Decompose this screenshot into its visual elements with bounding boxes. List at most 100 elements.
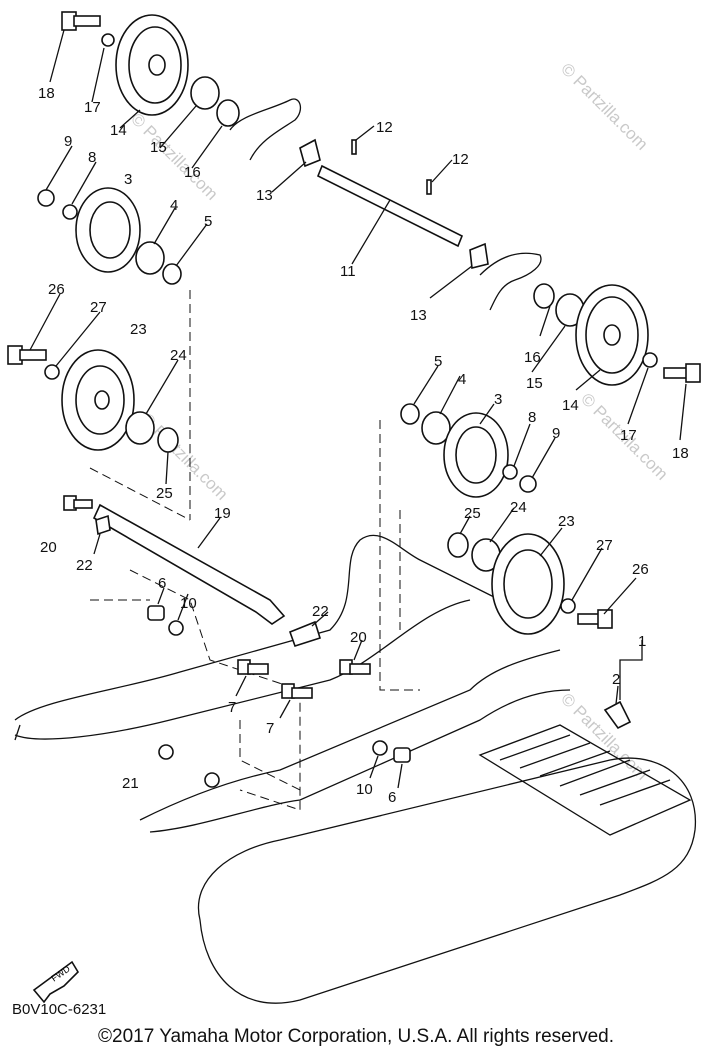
axle-11 (316, 164, 464, 248)
collar-21-b (204, 772, 220, 788)
callout-11: 11 (340, 263, 356, 280)
callout-9: 9 (552, 425, 560, 442)
washer-10-right (372, 740, 388, 756)
callout-13: 13 (410, 307, 427, 324)
washer-17-right (642, 352, 658, 368)
leader-lines (29, 29, 687, 789)
callout-16: 16 (524, 349, 541, 366)
circlip-5-right (400, 403, 420, 425)
bearing-4-left (135, 241, 165, 275)
wheel-23-right (491, 533, 565, 635)
guide-lines (89, 290, 420, 811)
bolt-18-top (61, 11, 101, 31)
exploded-parts-diagram: © Partzilla.com © Partzilla.com © Partzi… (7, 11, 701, 1018)
callout-23: 23 (558, 513, 575, 530)
circlip-25-left (157, 427, 179, 453)
bearing-4-right (421, 411, 451, 445)
watermarks: © Partzilla.com © Partzilla.com © Partzi… (127, 59, 671, 783)
callout-20: 20 (40, 539, 57, 556)
bolt-7-b (281, 683, 313, 699)
circlip-16-top (216, 99, 240, 127)
callout-23: 23 (130, 321, 147, 338)
pin-12-a (351, 139, 357, 155)
callout-20: 20 (350, 629, 367, 646)
wheel-14-right (575, 284, 649, 386)
callout-7: 7 (266, 720, 274, 737)
slide-rail-frame (14, 98, 571, 833)
callout-27: 27 (90, 299, 107, 316)
callout-5: 5 (434, 353, 442, 370)
callout-14: 14 (562, 397, 579, 414)
callout-17: 17 (84, 99, 101, 116)
callout-10: 10 (180, 595, 197, 612)
washer-8-left (62, 204, 78, 220)
callout-6: 6 (388, 789, 396, 806)
diagram-code: B0V10C-6231 (12, 1001, 106, 1018)
callout-18: 18 (38, 85, 55, 102)
callout-22: 22 (312, 603, 329, 620)
callout-6: 6 (158, 575, 166, 592)
callout-8: 8 (88, 149, 96, 166)
callout-8: 8 (528, 409, 536, 426)
callout-26: 26 (48, 281, 65, 298)
wheel-14-top (115, 14, 189, 116)
copyright-footer: ©2017 Yamaha Motor Corporation, U.S.A. A… (98, 1026, 614, 1047)
nut-9-right (519, 475, 537, 493)
bolt-7-a (237, 659, 269, 675)
callout-24: 24 (170, 347, 187, 364)
watermark-text: © Partzilla.com (127, 109, 221, 203)
wheel-23-left (61, 349, 135, 451)
callout-9: 9 (64, 133, 72, 150)
callout-26: 26 (632, 561, 649, 578)
clip-13-right (469, 242, 489, 269)
callout-22: 22 (76, 557, 93, 574)
callout-25: 25 (464, 505, 481, 522)
bolt-26-left (7, 345, 47, 365)
bearing-15-top (190, 76, 220, 110)
washer-10-left (168, 620, 184, 636)
callout-3: 3 (124, 171, 132, 188)
callout-2: 2 (612, 671, 620, 688)
callout-14: 14 (110, 122, 127, 139)
parts (7, 11, 701, 788)
callout-15: 15 (526, 375, 543, 392)
circlip-25-right (447, 532, 469, 558)
bolt-20-left (63, 495, 93, 511)
callout-5: 5 (204, 213, 212, 230)
clip-2 (603, 700, 632, 730)
wheel-3-right (443, 412, 509, 498)
callout-25: 25 (156, 485, 173, 502)
callout-12: 12 (452, 151, 469, 168)
bolt-18-right (663, 363, 701, 383)
callout-27: 27 (596, 537, 613, 554)
callout-17: 17 (620, 427, 637, 444)
collar-6-left (147, 605, 165, 621)
bolt-20-right (339, 659, 371, 675)
plate-22-left (95, 514, 111, 536)
plate-22-right (288, 620, 322, 647)
fwd-arrow: FWD (32, 960, 80, 1004)
track-belt (197, 724, 697, 1004)
washer-27-right (560, 598, 576, 614)
callout-19: 19 (214, 505, 231, 522)
callout-21: 21 (122, 775, 139, 792)
bearing-24-left (125, 411, 155, 445)
washer-8-right (502, 464, 518, 480)
wheel-3-left (75, 187, 141, 273)
collar-21-a (158, 744, 174, 760)
circlip-5-left (162, 263, 182, 285)
callout-1: 1 (638, 633, 646, 650)
callout-4: 4 (170, 197, 178, 214)
circlip-16-right (533, 283, 555, 309)
clip-13-top (299, 138, 321, 168)
callout-15: 15 (150, 139, 167, 156)
callout-4: 4 (458, 371, 466, 388)
washer-17-top (101, 33, 115, 47)
callout-24: 24 (510, 499, 527, 516)
callout-18: 18 (672, 445, 689, 462)
bolt-26-right (577, 609, 613, 629)
collar-6-right (393, 747, 411, 763)
callout-12: 12 (376, 119, 393, 136)
shaft-19 (92, 503, 286, 625)
pin-12-b (426, 179, 432, 195)
